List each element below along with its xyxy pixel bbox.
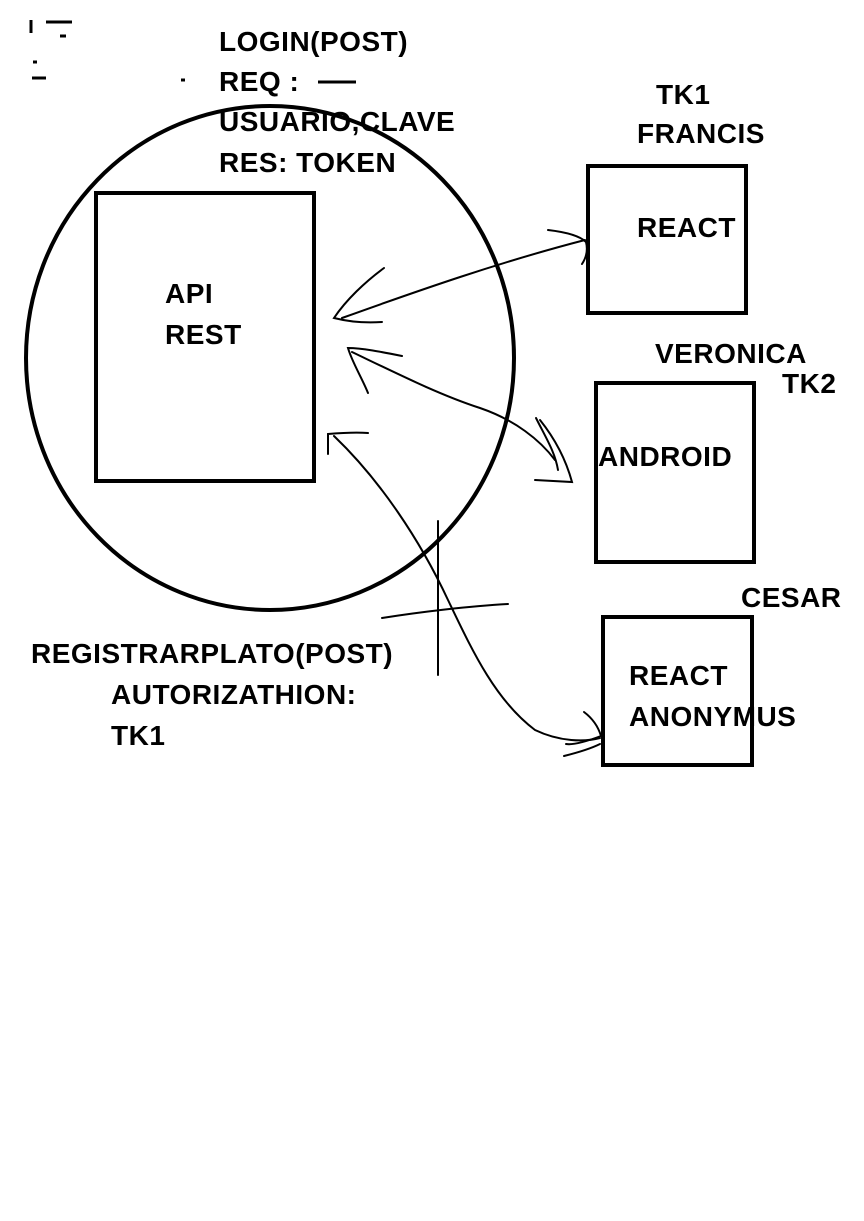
arrow-api-android: [346, 346, 574, 484]
android-user-label: VERONICA: [655, 338, 807, 369]
react-token-label: TK1: [656, 79, 711, 110]
register-authorization-label: AUTORIZATHION:: [111, 679, 357, 710]
anonymous-client-label-2: ANONYMUS: [629, 701, 797, 732]
login-request-label: REQ :: [219, 66, 300, 97]
android-client-box: [594, 381, 756, 564]
react-anonymous-client-box: [601, 615, 754, 767]
scribble-marks: [29, 20, 356, 84]
annotation-strokes: [381, 520, 509, 676]
react-client-box: [586, 164, 748, 315]
login-endpoint-label: LOGIN(POST): [219, 26, 409, 57]
anonymous-user-label: CESAR: [741, 582, 842, 613]
register-endpoint-label: REGISTRARPLATO(POST): [31, 638, 394, 669]
arrow-api-anonymous: [327, 431, 603, 757]
rest-label: REST: [165, 319, 242, 350]
anonymous-client-label-1: REACT: [629, 660, 728, 691]
login-request-fields: USUARIO,CLAVE: [219, 106, 456, 137]
register-token-label: TK1: [111, 720, 166, 751]
arrow-api-react: [332, 229, 588, 324]
android-client-label: ANDROID: [598, 441, 733, 472]
react-client-label: REACT: [637, 212, 736, 243]
api-rest-box: [94, 191, 316, 483]
android-token-label: TK2: [782, 368, 837, 399]
api-label: API: [165, 278, 214, 309]
login-response-label: RES: TOKEN: [219, 147, 397, 178]
react-user-label: FRANCIS: [637, 118, 765, 149]
api-boundary-circle: [24, 104, 516, 612]
